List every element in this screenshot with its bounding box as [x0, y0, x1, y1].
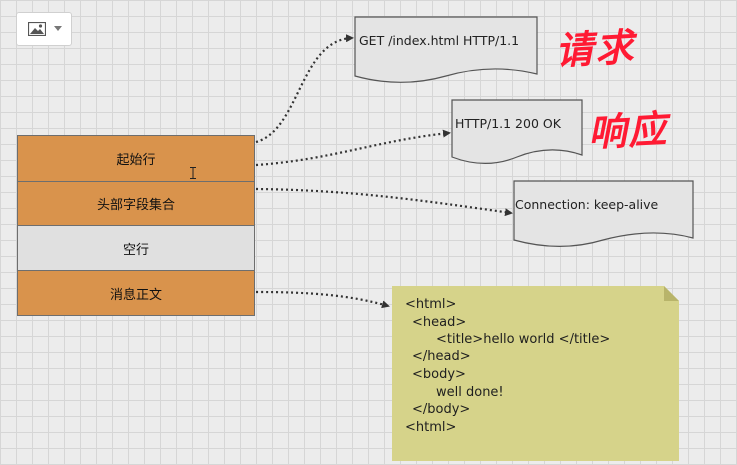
body-example-note[interactable] — [392, 286, 679, 461]
body-line: </body> — [412, 402, 471, 417]
request-annotation: 请求 — [554, 23, 637, 74]
status-line-document[interactable] — [451, 99, 583, 167]
request-line-document[interactable] — [354, 16, 538, 84]
header-example-document[interactable] — [513, 180, 694, 250]
image-icon — [28, 22, 46, 36]
empty-line-label: 空行 — [122, 242, 149, 258]
arrow-headers-to-header-example — [255, 187, 513, 217]
arrow-start-to-response — [255, 129, 451, 167]
body-line: <html> — [405, 420, 457, 435]
start-line-label: 起始行 — [116, 153, 156, 168]
insert-image-button[interactable] — [16, 12, 72, 46]
start-line-block[interactable]: 起始行 — [17, 135, 255, 182]
arrow-body-to-note — [255, 290, 390, 309]
message-body-label: 消息正文 — [109, 287, 162, 303]
empty-line-block[interactable]: 空行 — [17, 225, 255, 271]
header-fields-label: 头部字段集合 — [96, 198, 175, 213]
message-body-block[interactable]: 消息正文 — [17, 270, 255, 316]
status-line-text: HTTP/1.1 200 OK — [455, 116, 561, 131]
response-annotation: 响应 — [587, 105, 670, 156]
body-line: well done! — [436, 385, 504, 400]
request-line-text: GET /index.html HTTP/1.1 — [359, 33, 520, 48]
header-example-text: Connection: keep-alive — [515, 197, 659, 212]
body-line: <head> — [412, 315, 467, 330]
body-line: <title>hello world </title> — [436, 332, 611, 347]
arrow-start-to-request — [255, 34, 354, 144]
caret-down-icon[interactable] — [54, 26, 62, 32]
body-line: <body> — [412, 367, 466, 382]
header-fields-block[interactable]: 头部字段集合 — [17, 181, 255, 226]
body-line: <html> — [405, 297, 457, 312]
body-line: </head> — [412, 349, 471, 364]
text-cursor-icon — [190, 167, 196, 179]
